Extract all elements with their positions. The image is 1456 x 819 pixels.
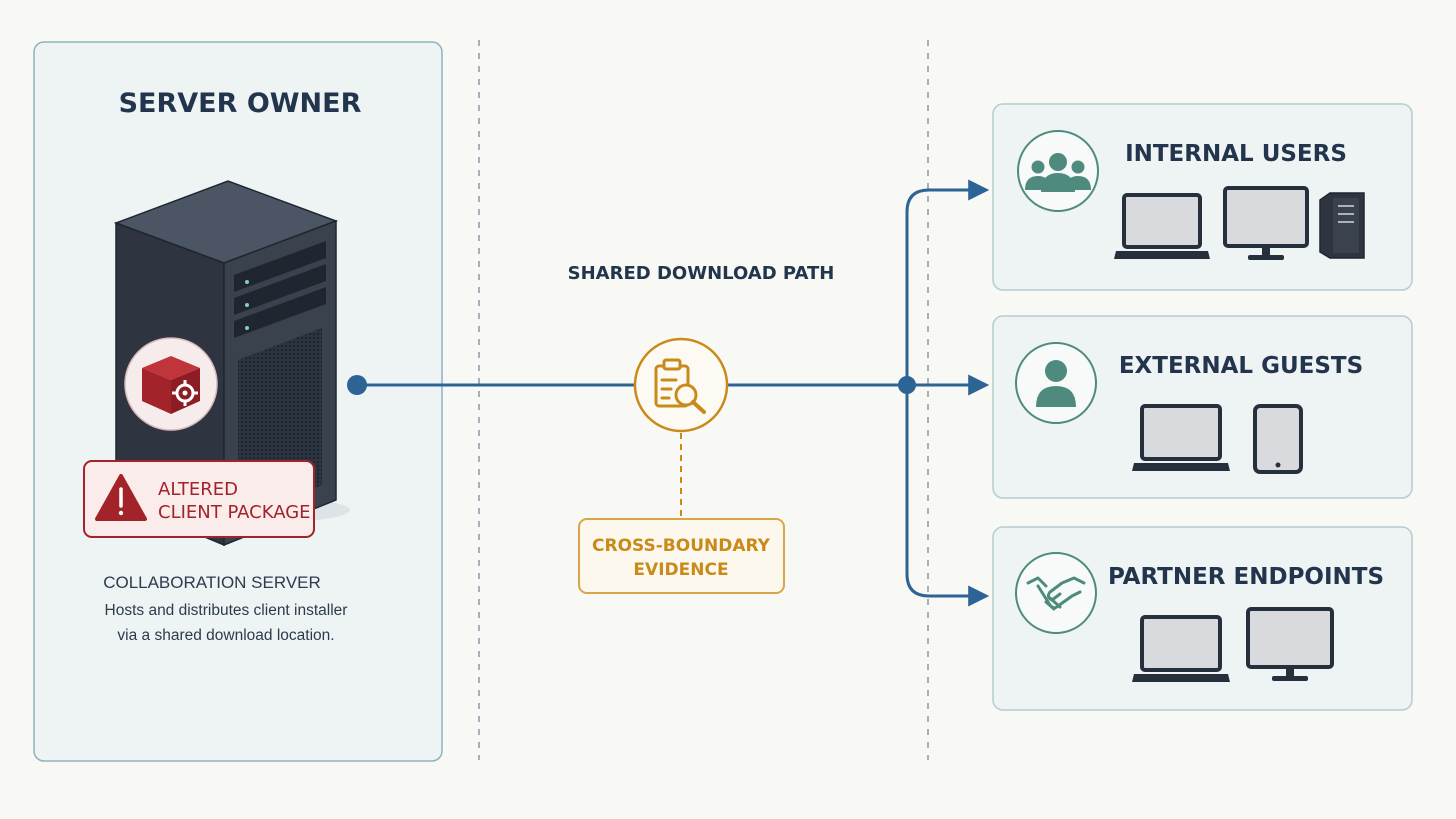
branch-arrow-internal — [905, 179, 990, 385]
package-gear-icon — [124, 337, 218, 431]
partner-endpoints-panel: PARTNER ENDPOINTS — [992, 526, 1413, 711]
person-icon — [1036, 360, 1076, 407]
shared-download-path-label: SHARED DOWNLOAD PATH — [568, 263, 835, 284]
panel-title: SERVER OWNER — [119, 88, 362, 119]
clipboard-search-icon — [654, 358, 706, 414]
internal-users-panel: INTERNAL USERS — [992, 103, 1413, 291]
branch-arrow-partner — [905, 385, 990, 607]
tower-pc-icon — [1319, 192, 1365, 259]
server-owner-panel: SERVER OWNER — [33, 41, 443, 762]
handshake-icon — [1026, 576, 1086, 611]
external-guests-panel: EXTERNAL GUESTS — [992, 315, 1413, 499]
warning-label-line2: CLIENT PACKAGE — [158, 502, 311, 523]
inspection-node — [633, 337, 729, 433]
target-title-external: EXTERNAL GUESTS — [1119, 353, 1363, 379]
cross-boundary-evidence-box: CROSS-BOUNDARY EVIDENCE — [578, 518, 785, 594]
altered-package-warning: ALTERED CLIENT PACKAGE — [83, 460, 315, 538]
laptop-icon — [1132, 404, 1230, 471]
laptop-icon — [1132, 615, 1230, 682]
group-icon — [1025, 153, 1091, 192]
warning-icon — [95, 474, 147, 521]
laptop-icon — [1114, 193, 1210, 259]
server-name: COLLABORATION SERVER — [103, 573, 321, 592]
target-title-internal: INTERNAL USERS — [1125, 141, 1347, 167]
monitor-icon — [1246, 607, 1334, 681]
evidence-label-line2: EVIDENCE — [633, 560, 728, 580]
distribution-flow — [347, 179, 990, 607]
monitor-icon — [1223, 186, 1309, 260]
tablet-icon — [1253, 404, 1303, 474]
evidence-label-line1: CROSS-BOUNDARY — [592, 536, 771, 556]
server-description-line2: via a shared download location. — [117, 627, 334, 644]
target-title-partner: PARTNER ENDPOINTS — [1108, 564, 1384, 590]
warning-label-line1: ALTERED — [158, 479, 238, 500]
server-description-line1: Hosts and distributes client installer — [105, 602, 348, 619]
